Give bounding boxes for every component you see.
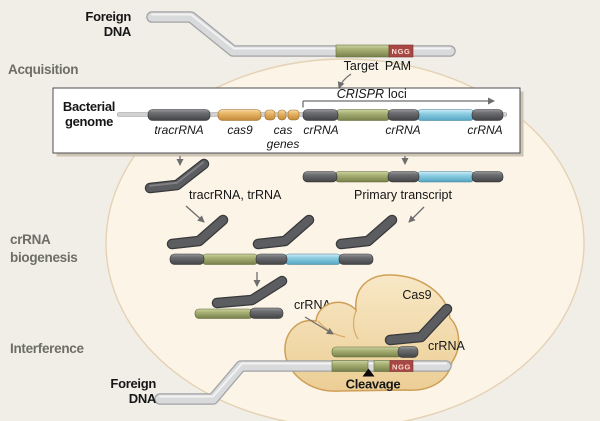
gene-label-cas-1: cas bbox=[274, 123, 293, 137]
complex-spacer-green bbox=[201, 253, 259, 265]
loaded-crrna-spacer bbox=[331, 346, 403, 358]
complex-repeat-1 bbox=[169, 253, 205, 265]
genome-spacer-blue bbox=[416, 109, 475, 121]
complex-bent-rod-1 bbox=[166, 214, 229, 250]
mature-crrna-repeat bbox=[249, 307, 284, 319]
cleavage-label: Cleavage bbox=[346, 377, 401, 392]
target-to-loci-arrow bbox=[337, 73, 352, 89]
genome-repeat-2 bbox=[387, 109, 420, 121]
primary-to-complex-arrow bbox=[408, 206, 425, 223]
foreign-dna-top-label-1: Foreign bbox=[85, 9, 131, 24]
tracrrna-trrna-label: tracrRNA, trRNA bbox=[189, 188, 282, 202]
gene-label-crrna-1: crRNA bbox=[303, 123, 338, 137]
pam-seq-top: NGG bbox=[392, 47, 411, 56]
cleavage-site-triangle bbox=[362, 368, 375, 377]
bacterial-genome-label-1: Bacterial bbox=[63, 99, 115, 114]
crrna-to-cas9-arrow bbox=[304, 316, 334, 335]
genome-spacer-green bbox=[335, 109, 391, 121]
complex-spacer-blue bbox=[284, 253, 342, 265]
genome-repeat-3 bbox=[471, 109, 504, 121]
genome-rod-cas-gene-3 bbox=[287, 109, 300, 121]
target-segment-left bbox=[331, 360, 369, 372]
pam-label: PAM bbox=[385, 59, 411, 73]
foreign-dna-bottom-label-2: DNA bbox=[129, 391, 157, 406]
pam-box-top bbox=[388, 44, 414, 58]
foreign-dna-top-tube: NGG bbox=[146, 11, 456, 58]
gene-label-tracrrna: tracrRNA bbox=[154, 123, 203, 137]
stage-biogenesis-1: crRNA bbox=[10, 232, 51, 247]
gene-label-cas-2: genes bbox=[267, 137, 300, 151]
mature-crrna-spacer bbox=[194, 308, 254, 319]
complex-bent-rod-3 bbox=[335, 214, 398, 250]
loaded-crrna-repeat bbox=[397, 346, 419, 358]
gene-label-crrna-3: crRNA bbox=[467, 123, 502, 137]
crispr-loci-label-italic: CRISPR bbox=[337, 87, 384, 101]
crispr-loci-label-rest: loci bbox=[388, 87, 407, 101]
genome-rod-cas-gene-1 bbox=[264, 109, 276, 121]
loaded-crrna-label: crRNA bbox=[428, 339, 465, 353]
complex-repeat-2 bbox=[255, 253, 288, 265]
bacterial-genome-label-2: genome bbox=[65, 114, 113, 129]
genome-repeat-1 bbox=[302, 109, 339, 121]
target-segment-right bbox=[373, 360, 391, 372]
gene-label-cas9: cas9 bbox=[227, 123, 253, 137]
bacterial-genome-box: Bacterial genome tracrRNA cas9 cas genes… bbox=[52, 87, 524, 157]
stage-interference: Interference bbox=[10, 341, 84, 356]
cas9-loaded-crrna bbox=[331, 303, 453, 358]
biogenesis-complex bbox=[166, 214, 398, 265]
genome-rod-tracrrna bbox=[147, 109, 211, 121]
foreign-dna-bottom-tube: NGG bbox=[154, 360, 452, 405]
complex-bent-rod-2 bbox=[252, 214, 315, 250]
cas9-label: Cas9 bbox=[402, 288, 431, 302]
protospacer-target-segment bbox=[335, 44, 390, 58]
stage-acquisition: Acquisition bbox=[8, 62, 78, 77]
tracrrna-to-complex-arrow bbox=[185, 205, 205, 223]
foreign-dna-bottom-label-1: Foreign bbox=[110, 376, 156, 391]
target-label: Target bbox=[344, 59, 379, 73]
genome-rod-cas-gene-2 bbox=[277, 109, 287, 121]
primary-transcript-molecule bbox=[302, 171, 504, 183]
foreign-dna-top-label-2: DNA bbox=[104, 24, 132, 39]
pam-seq-bottom: NGG bbox=[392, 363, 411, 372]
complex-repeat-3 bbox=[338, 253, 374, 265]
stage-biogenesis-2: biogenesis bbox=[10, 250, 78, 265]
pam-box-bottom bbox=[389, 360, 414, 372]
primary-transcript-label: Primary transcript bbox=[354, 188, 452, 202]
gene-label-crrna-2: crRNA bbox=[385, 123, 420, 137]
tracrrna-molecule bbox=[144, 158, 210, 194]
genome-rod-cas9 bbox=[217, 109, 262, 121]
mature-crrna-molecule bbox=[194, 275, 288, 319]
cas9-blob-lobe-line-2 bbox=[352, 310, 359, 340]
